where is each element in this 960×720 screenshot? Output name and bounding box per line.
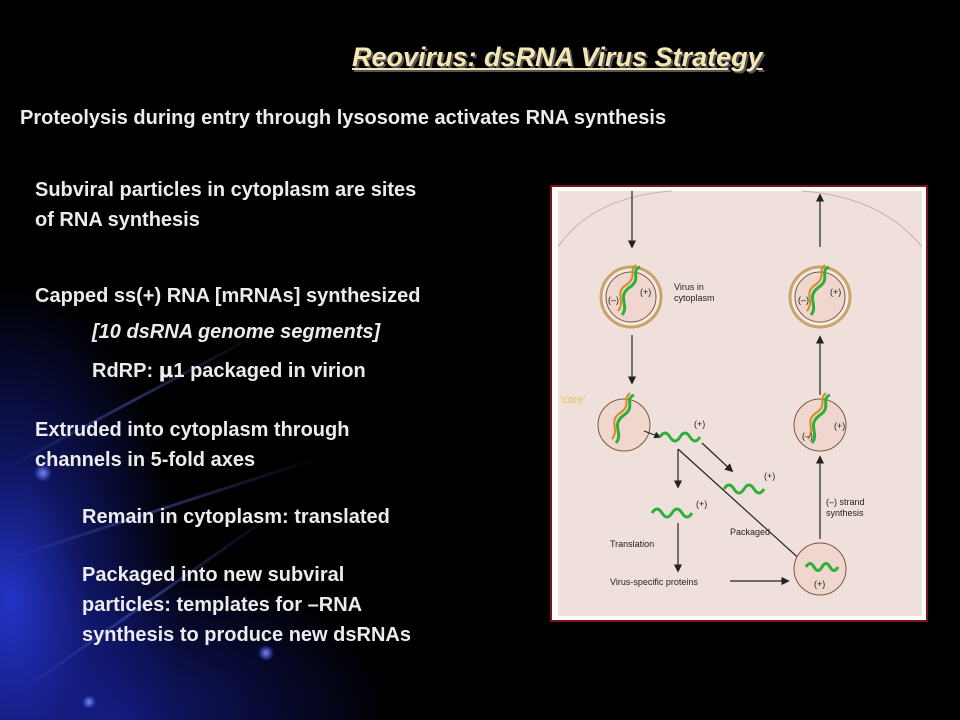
- plus-label: (+): [830, 287, 841, 297]
- rdrp-prefix: RdRP:: [92, 360, 159, 382]
- packaged-label: Packaged: [730, 527, 770, 537]
- point-subviral-line2: of RNA synthesis: [35, 209, 200, 231]
- virion-top-left: [599, 264, 663, 329]
- minus-strand-label-2: synthesis: [826, 508, 864, 518]
- point-rdrp: RdRP: μ1 packaged in virion: [92, 356, 366, 385]
- core-label: 'core': [560, 394, 586, 406]
- plus-label: (+): [764, 471, 775, 481]
- point-packaged-line2: particles: templates for –RNA: [82, 594, 363, 616]
- point-subviral-line1: Subviral particles in cytoplasm are site…: [35, 179, 417, 201]
- mu-symbol: μ: [158, 358, 174, 382]
- minus-label: (–): [608, 295, 619, 305]
- mrna-strand: [722, 483, 766, 495]
- plus-label: (+): [814, 579, 825, 589]
- point-proteolysis: Proteolysis during entry through lysosom…: [20, 107, 667, 129]
- mrna-strand: [658, 431, 702, 443]
- point-packaged-line3: synthesis to produce new dsRNAs: [82, 624, 411, 646]
- point-remain: Remain in cytoplasm: translated: [82, 506, 390, 528]
- point-extruded-line2: channels in 5-fold axes: [35, 449, 256, 471]
- minus-label: (–): [798, 295, 809, 305]
- mrna-strand: [650, 507, 694, 519]
- core-right: [793, 392, 847, 452]
- background-sparkle: [82, 695, 96, 709]
- virion-top-right: [788, 264, 852, 329]
- plus-label: (+): [640, 287, 651, 297]
- reovirus-replication-diagram: (–) (+) Virus in cytoplasm (–) (+) 'core…: [550, 185, 928, 622]
- slide-title: Reovirus: dsRNA Virus Strategy: [352, 42, 763, 72]
- new-subviral-particle: [793, 542, 847, 596]
- point-segments: [10 dsRNA genome segments]: [92, 321, 381, 343]
- virus-specific-proteins-label: Virus-specific proteins: [610, 577, 698, 587]
- point-capped: Capped ss(+) RNA [mRNAs] synthesized: [35, 285, 421, 307]
- point-packaged-line1: Packaged into new subviral: [82, 564, 345, 586]
- virus-in-label-2: cytoplasm: [674, 293, 715, 303]
- plus-label: (+): [696, 499, 707, 509]
- plus-label: (+): [834, 421, 845, 431]
- virus-in-label-1: Virus in: [674, 282, 704, 292]
- point-extruded-line1: Extruded into cytoplasm through: [35, 419, 350, 441]
- plus-label: (+): [694, 419, 705, 429]
- diagram-svg: (–) (+) Virus in cytoplasm (–) (+) 'core…: [557, 190, 923, 616]
- minus-label: (–): [802, 431, 813, 441]
- background-sparkle: [34, 464, 52, 482]
- translation-label: Translation: [610, 539, 654, 549]
- rdrp-suffix: 1 packaged in virion: [173, 360, 366, 382]
- minus-strand-label-1: (–) strand: [826, 497, 865, 507]
- background-sparkle: [258, 645, 274, 661]
- core-left: [597, 392, 651, 452]
